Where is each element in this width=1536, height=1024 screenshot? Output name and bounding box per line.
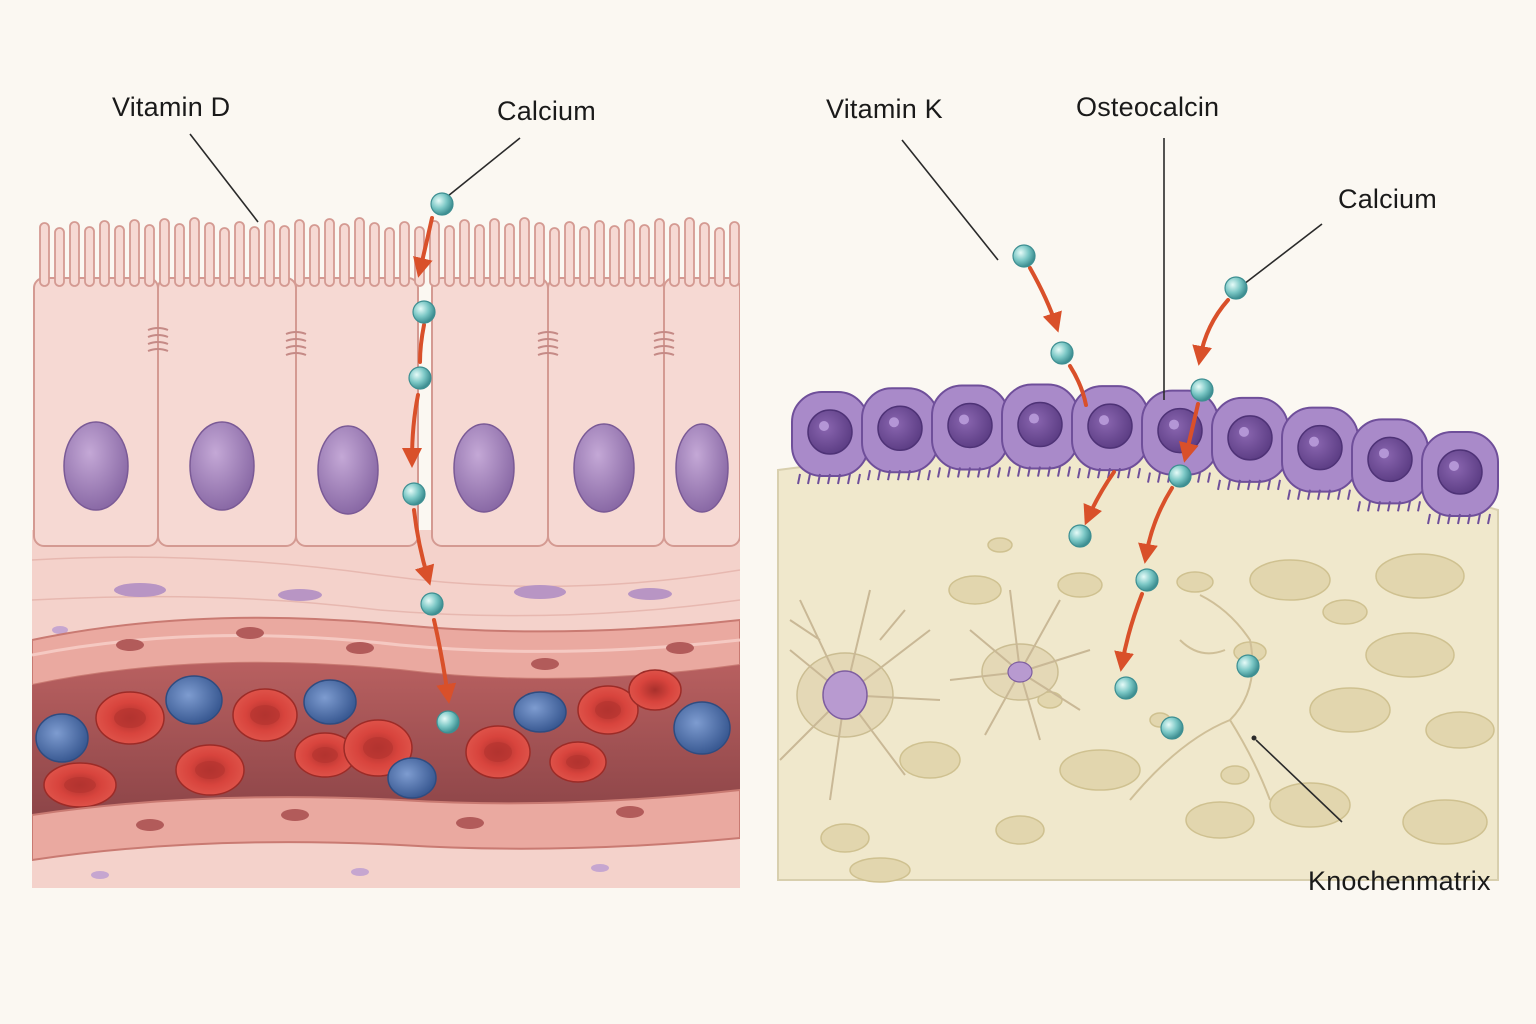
- bone-panel: [189, 133, 1499, 883]
- microvillus: [309, 224, 320, 287]
- microvillus: [459, 219, 470, 287]
- callout-lines: [189, 133, 1343, 823]
- microvillus: [159, 218, 170, 287]
- calcium-ion: [1114, 676, 1138, 700]
- microvillus: [384, 227, 395, 287]
- microvillus: [84, 226, 95, 287]
- vitamin-k-label: Vitamin K: [826, 94, 943, 124]
- calcium-ion: [1224, 276, 1248, 300]
- microvillus: [294, 219, 305, 287]
- microvillus: [639, 224, 650, 287]
- microvilli: [39, 217, 740, 287]
- microvillus: [624, 219, 635, 287]
- calcium-label-right: Calcium: [1338, 184, 1437, 214]
- osteoblast: [861, 387, 939, 481]
- microvillus: [99, 220, 110, 287]
- bone-lacunae: [820, 537, 1495, 883]
- calcium-ion: [1050, 341, 1074, 365]
- calcium-ion: [1012, 244, 1036, 268]
- osteoblast: [1001, 383, 1079, 477]
- calcium-ion: [436, 710, 460, 734]
- calcium-ion: [408, 366, 432, 390]
- microvillus: [519, 217, 530, 287]
- osteoblast: [1211, 396, 1289, 491]
- osteocalcin-label: Osteocalcin: [1076, 92, 1220, 122]
- calcium-ion: [420, 592, 444, 616]
- microvillus: [354, 217, 365, 287]
- calcium-ion: [1236, 654, 1260, 678]
- microvillus: [279, 225, 290, 287]
- microvillus: [264, 220, 275, 287]
- osteoblast-layer: [791, 383, 1499, 525]
- microvillus: [594, 220, 605, 287]
- microvillus: [324, 218, 335, 287]
- osteocyte-large: [779, 589, 941, 801]
- microvillus: [219, 227, 230, 287]
- white-blood-cells: [35, 675, 731, 799]
- microvillus: [444, 225, 455, 287]
- microvillus: [729, 221, 740, 287]
- calcium-ion: [1135, 568, 1159, 592]
- osteoblast: [1071, 385, 1149, 479]
- calcium-ion: [1190, 378, 1214, 402]
- calcium-ions: [402, 192, 1260, 740]
- calcium-label-left: Calcium: [497, 96, 596, 126]
- osteoblast: [1141, 389, 1219, 483]
- microvillus: [234, 221, 245, 287]
- microvillus: [204, 222, 215, 287]
- microvillus: [144, 224, 155, 287]
- intestine-panel: [32, 217, 740, 888]
- microvillus: [579, 226, 590, 287]
- osteoblast: [1421, 431, 1499, 525]
- calcium-ion: [430, 192, 454, 216]
- calcium-ion: [1068, 524, 1092, 548]
- osteocyte-small: [949, 589, 1091, 741]
- osteoblast: [791, 391, 869, 485]
- microvillus: [699, 222, 710, 287]
- microvillus: [474, 224, 485, 287]
- calcium-ion: [1168, 464, 1192, 488]
- microvillus: [654, 218, 665, 287]
- microvillus: [189, 217, 200, 287]
- microvillus: [114, 225, 125, 287]
- canaliculi: [1129, 594, 1271, 801]
- bone-matrix-label: Knochenmatrix: [1308, 866, 1491, 896]
- osteoblast: [1351, 418, 1429, 512]
- microvillus: [69, 221, 80, 287]
- microvillus: [249, 226, 260, 287]
- microvillus: [684, 217, 695, 287]
- microvillus: [399, 221, 410, 287]
- calcium-ion: [412, 300, 436, 324]
- vessel-wall-lower: [32, 788, 740, 862]
- microvillus: [129, 219, 140, 287]
- epithelial-cells: [33, 277, 740, 547]
- red-blood-cells: [43, 669, 682, 808]
- microvillus: [339, 223, 350, 287]
- microvillus: [429, 220, 440, 287]
- microvillus: [504, 223, 515, 287]
- microvillus: [669, 223, 680, 287]
- vitamin-d-label: Vitamin D: [112, 92, 231, 122]
- microvillus: [489, 218, 500, 287]
- microvillus: [174, 223, 185, 287]
- microvillus: [564, 221, 575, 287]
- osteoblast: [1281, 406, 1359, 500]
- microvillus: [54, 227, 65, 287]
- microvillus: [369, 222, 380, 287]
- osteoblast: [931, 384, 1009, 478]
- microvillus: [549, 227, 560, 287]
- calcium-ion: [402, 482, 426, 506]
- microvillus: [609, 225, 620, 287]
- microvillus: [39, 222, 50, 287]
- microvillus: [714, 227, 725, 287]
- calcium-flow-arrows: [402, 216, 1230, 704]
- calcium-ion: [1160, 716, 1184, 740]
- microvillus: [534, 222, 545, 287]
